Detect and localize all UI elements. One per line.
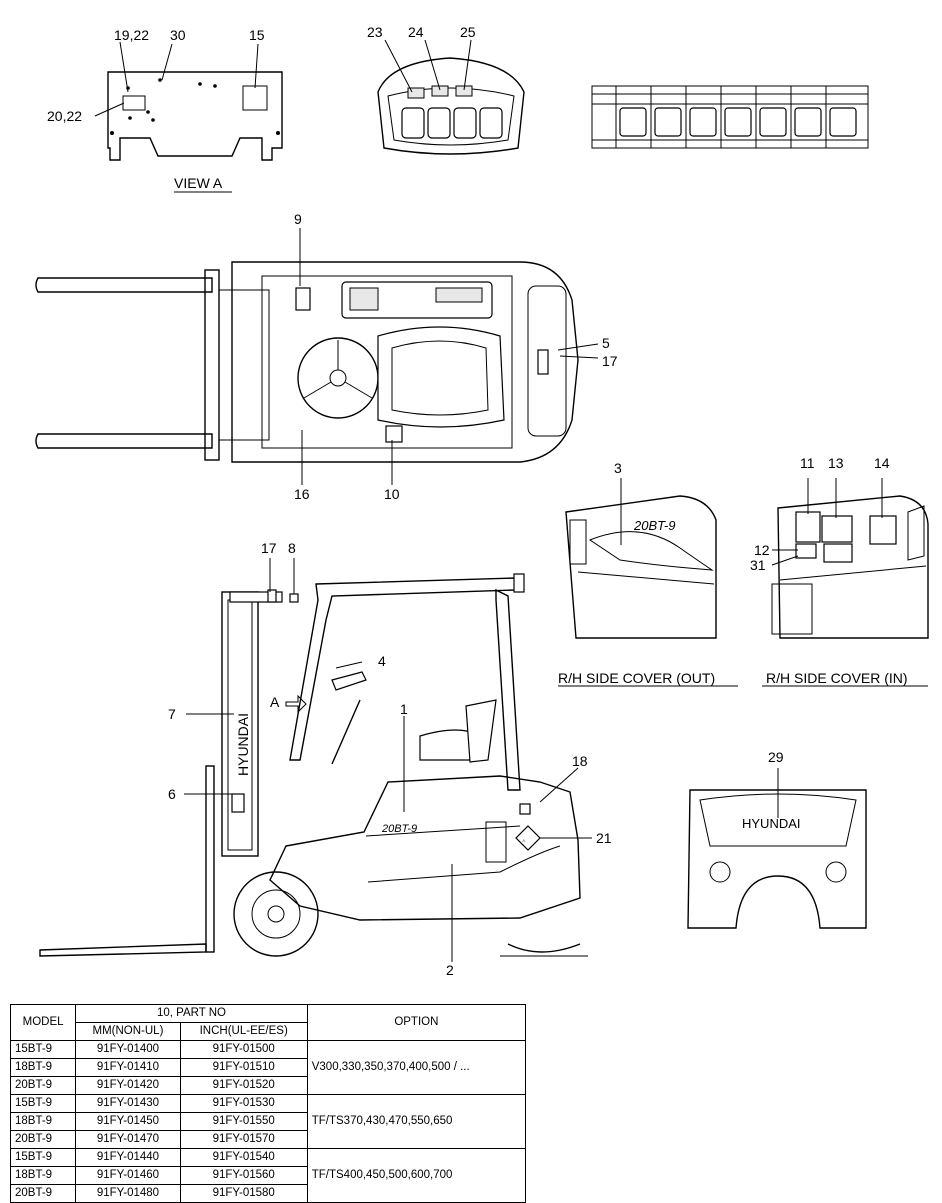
callout-1: 1: [400, 701, 408, 717]
callout-4: 4: [378, 653, 386, 669]
table-row: 15BT-9 91FY-01400 91FY-01500 V300,330,35…: [9, 1040, 527, 1095]
callout-6: 6: [168, 786, 176, 802]
decal-chart-icon: [724, 107, 752, 137]
cell-option: TF/TS370,430,470,550,650: [306, 1094, 527, 1149]
parts-table: MODEL 10, PART NO OPTION MM(NON-UL) INCH…: [9, 1004, 527, 1203]
control-handle: [377, 39, 525, 155]
cell-option: V300,330,350,370,400,500 / ...: [306, 1040, 527, 1095]
rh-side-cover-in: [762, 478, 929, 687]
cell-inch: 91FY-01560: [179, 1166, 308, 1185]
callout-15: 15: [249, 27, 265, 43]
table-row: 20BT-9 91FY-01420 91FY-01520: [9, 1076, 526, 1095]
cell-inch: 91FY-01500: [179, 1040, 308, 1059]
callout-17-top: 17: [602, 353, 618, 369]
cell-option: TF/TS400,450,500,600,700: [306, 1148, 527, 1203]
table-row: 20BT-9 91FY-01480 91FY-01580: [9, 1184, 526, 1203]
decal-chart-icon: [794, 107, 822, 137]
cell-inch: 91FY-01550: [179, 1112, 308, 1131]
rh-out-model-decal: 20BT-9: [633, 518, 675, 533]
callout-8: 8: [288, 540, 296, 556]
cell-inch: 91FY-01510: [179, 1058, 308, 1077]
cell-mm: 91FY-01410: [75, 1058, 181, 1077]
callout-11: 11: [800, 455, 815, 471]
callout-2: 2: [446, 962, 454, 978]
header-option: OPTION: [306, 1004, 527, 1041]
header-mm: MM(NON-UL): [75, 1022, 181, 1041]
caption-rh-in: R/H SIDE COVER (IN): [766, 670, 908, 686]
callout-12: 12: [754, 542, 770, 558]
decal-chart-icon: [619, 107, 647, 137]
caption-view-a: VIEW A: [174, 175, 223, 191]
cell-model: 20BT-9: [9, 1076, 77, 1095]
callout-10: 10: [384, 486, 400, 502]
callout-5: 5: [602, 335, 610, 351]
mast-brand-decal: HYUNDAI: [235, 713, 251, 776]
callout-3: 3: [614, 460, 622, 476]
callout-13: 13: [828, 455, 844, 471]
decal-chart-icon: [829, 107, 857, 137]
rear-brand-decal: HYUNDAI: [742, 816, 801, 831]
cell-mm: 91FY-01420: [75, 1076, 181, 1095]
cell-model: 18BT-9: [9, 1112, 77, 1131]
callout-17-side: 17: [261, 540, 277, 556]
cell-mm: 91FY-01470: [75, 1130, 181, 1149]
decal-location-diagram: 19,22 30 15 20,22 VIEW A 23 24 25: [35, 24, 929, 978]
callout-16: 16: [294, 486, 310, 502]
cell-model: 18BT-9: [9, 1058, 77, 1077]
table-row: 15BT-9 91FY-01440 91FY-01540 TF/TS400,45…: [9, 1148, 527, 1203]
decal-chart-icon: [689, 107, 717, 137]
callout-19-22: 19,22: [114, 27, 149, 43]
cell-model: 18BT-9: [9, 1166, 77, 1185]
forklift-top-view: [35, 228, 599, 485]
callout-7: 7: [168, 706, 176, 722]
callout-25: 25: [460, 24, 476, 40]
rh-side-cover-out: [558, 478, 738, 687]
cell-inch: 91FY-01570: [179, 1130, 308, 1149]
callout-14: 14: [874, 455, 890, 471]
decal-chart: [591, 85, 869, 149]
forklift-side-view: ⚠: [39, 558, 592, 962]
table-row: 18BT-9 91FY-01460 91FY-01560: [9, 1166, 526, 1185]
cell-mm: 91FY-01400: [75, 1040, 181, 1059]
cell-inch: 91FY-01520: [179, 1076, 308, 1095]
svg-text:⚠: ⚠: [522, 838, 526, 843]
cell-model: 15BT-9: [9, 1094, 77, 1113]
callout-21: 21: [596, 830, 612, 846]
cell-mm: 91FY-01430: [75, 1094, 181, 1113]
header-part-no: 10, PART NO: [75, 1004, 308, 1023]
rear-counterweight: [687, 768, 867, 929]
callout-30: 30: [170, 27, 186, 43]
callout-23: 23: [367, 24, 383, 40]
decal-chart-icon: [654, 107, 682, 137]
callout-29: 29: [768, 749, 784, 765]
cell-model: 15BT-9: [9, 1040, 77, 1059]
header-inch: INCH(UL-EE/ES): [179, 1022, 308, 1041]
cell-inch: 91FY-01530: [179, 1094, 308, 1113]
header-model: MODEL: [9, 1004, 77, 1041]
callout-24: 24: [408, 24, 424, 40]
callout-18: 18: [572, 753, 588, 769]
callout-9: 9: [294, 211, 302, 227]
caption-rh-out: R/H SIDE COVER (OUT): [558, 670, 715, 686]
side-model-decal: 20BT-9: [381, 823, 417, 835]
decal-chart-icon: [759, 107, 787, 137]
cell-model: 15BT-9: [9, 1148, 77, 1167]
view-a-plate: [94, 41, 283, 193]
cell-mm: 91FY-01440: [75, 1148, 181, 1167]
cell-mm: 91FY-01460: [75, 1166, 181, 1185]
table-row: 15BT-9 91FY-01430 91FY-01530 TF/TS370,43…: [9, 1094, 527, 1149]
cell-inch: 91FY-01540: [179, 1148, 308, 1167]
cell-model: 20BT-9: [9, 1130, 77, 1149]
callout-31: 31: [750, 557, 766, 573]
table-row: 20BT-9 91FY-01470 91FY-01570: [9, 1130, 526, 1149]
cell-mm: 91FY-01480: [75, 1184, 181, 1203]
callout-a: A: [270, 694, 280, 710]
cell-mm: 91FY-01450: [75, 1112, 181, 1131]
callout-20-22: 20,22: [47, 108, 82, 124]
